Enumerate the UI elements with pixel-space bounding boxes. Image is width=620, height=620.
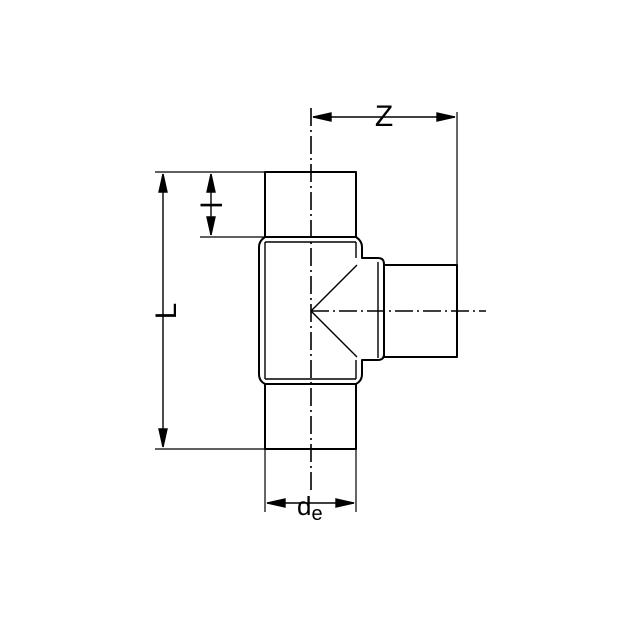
l-label: L [150, 303, 183, 320]
z-arrow-right [436, 112, 456, 122]
l-small-label: l [196, 202, 229, 209]
main-body [258, 236, 385, 385]
center-lines [310, 108, 486, 490]
l-arrow-top [158, 173, 168, 193]
l-small-arrow-bottom [206, 216, 216, 236]
dimension-lines [158, 112, 456, 508]
cone-lower-line [310, 310, 358, 358]
de-arrow-left [266, 498, 286, 508]
l-arrow-bottom [158, 428, 168, 448]
l-small-arrow-top [206, 173, 216, 193]
z-arrow-left [312, 112, 332, 122]
de-label-sub: e [311, 503, 322, 525]
cone-upper-line [310, 264, 358, 312]
z-label: Z [375, 100, 393, 133]
de-label: de [297, 491, 323, 525]
de-label-main: d [297, 491, 311, 521]
extension-lines [155, 112, 458, 512]
bore-cone [310, 264, 358, 358]
de-arrow-right [335, 498, 355, 508]
side-socket [383, 264, 458, 358]
